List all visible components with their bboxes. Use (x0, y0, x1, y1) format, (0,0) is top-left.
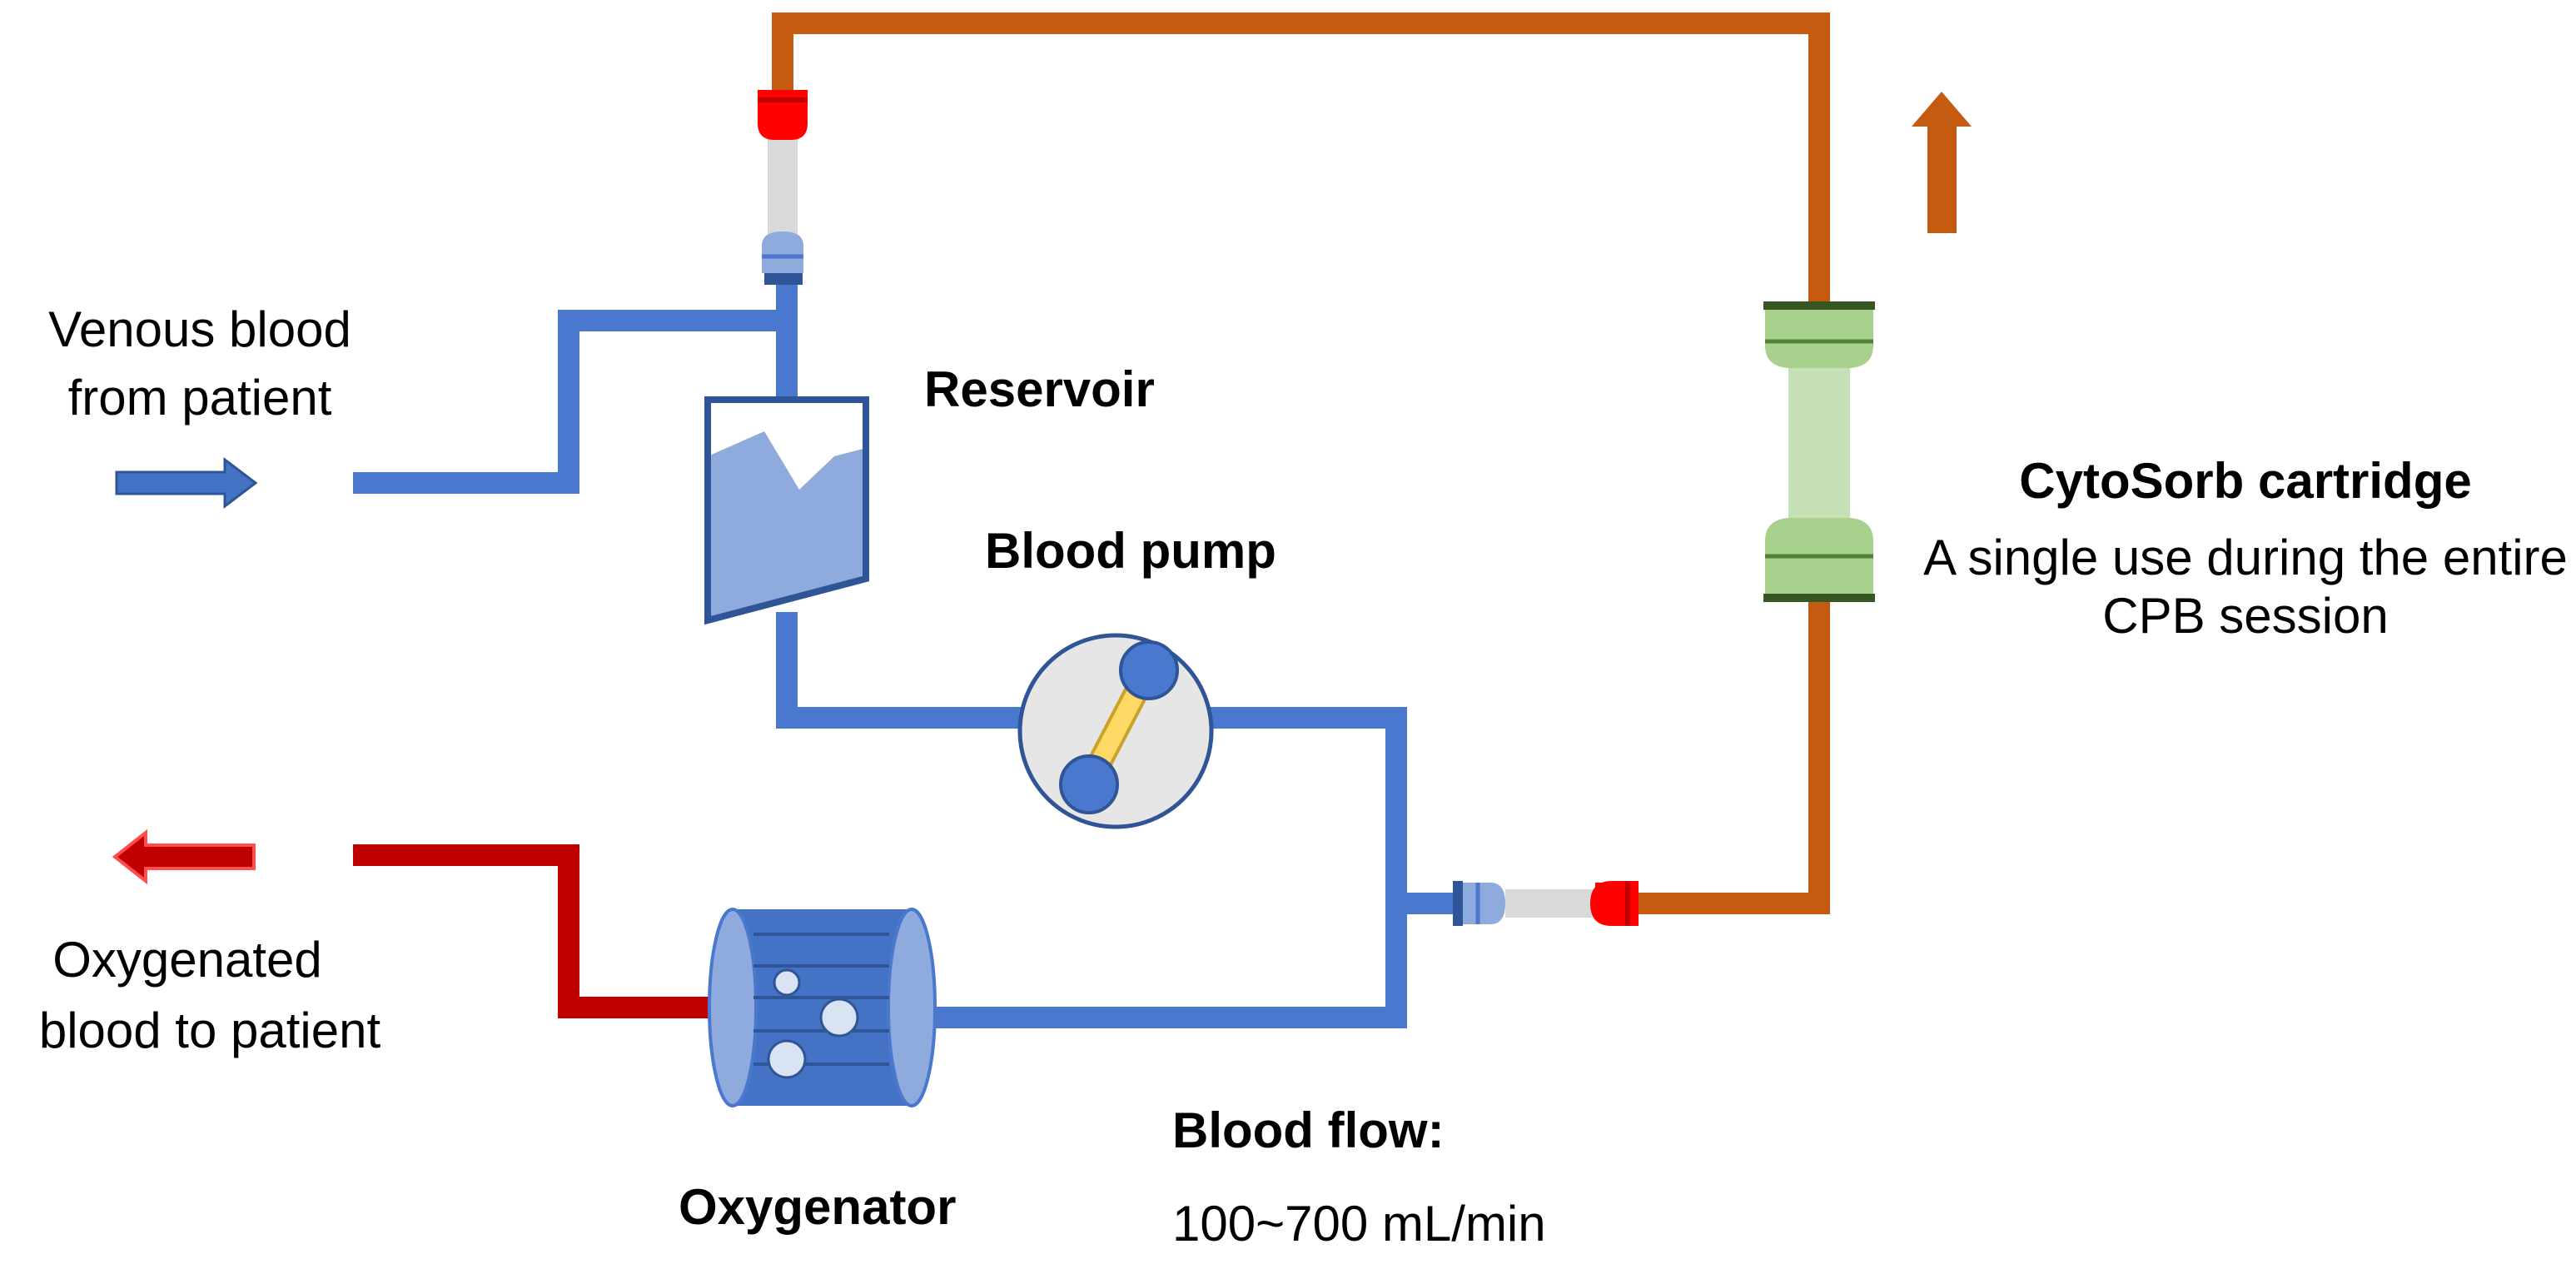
cytosorb-circuit-line (772, 12, 1830, 914)
blood-pump-label: Blood pump (985, 523, 1276, 579)
oxygenator (708, 908, 937, 1107)
venous-line (353, 275, 1453, 1028)
right-arrow-icon (115, 456, 258, 510)
cytosorb-cartridge-note-line2: CPB session (2102, 588, 2388, 644)
oxygenated-blood-label-line1: Oxygenated (52, 932, 322, 988)
oxygenated-blood-label-line2: blood to patient (39, 1003, 381, 1058)
venous-blood-label-line2: from patient (68, 370, 332, 425)
cytosorb-cartridge-title: CytoSorb cartridge (2019, 453, 2471, 509)
arterial-line (353, 844, 714, 1018)
reservoir (704, 396, 869, 625)
cytosorb-cartridge (1763, 301, 1875, 602)
blood-pump (1017, 633, 1214, 829)
top-connector (758, 90, 808, 285)
oxygenator-label: Oxygenator (679, 1179, 956, 1235)
blood-flow-value: 100~700 mL/min (1172, 1196, 1546, 1252)
cytosorb-cartridge-note-line1: A single use during the entire (1923, 530, 2568, 585)
blood-flow-title: Blood flow: (1172, 1102, 1445, 1158)
bottom-connector (1453, 881, 1639, 926)
left-arrow-icon (112, 829, 256, 885)
venous-blood-label-line1: Venous blood (48, 301, 351, 357)
reservoir-label: Reservoir (924, 361, 1155, 417)
up-arrow-icon (1912, 92, 1972, 233)
